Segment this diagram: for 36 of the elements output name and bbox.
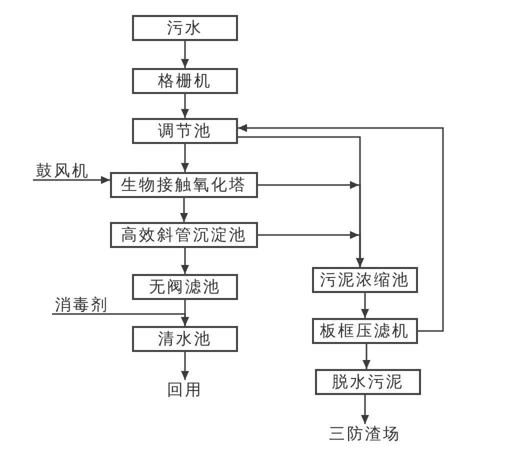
arrow: [181, 352, 189, 380]
process-box: [132, 15, 238, 41]
arrow: [52, 313, 189, 326]
process-label: 板框压滤机: [320, 321, 410, 341]
process-label: 无阀滤池: [149, 277, 221, 297]
output-label: 三防渣场: [327, 424, 403, 444]
arrow: [181, 144, 189, 172]
arrow: [362, 344, 370, 369]
process-box: [315, 369, 421, 395]
process-box: [110, 172, 258, 198]
process-label: 高效斜管沉淀池: [121, 225, 247, 245]
process-box: [132, 68, 238, 94]
arrow: [33, 176, 110, 184]
process-label: 格栅机: [158, 71, 212, 91]
process-label: 调节池: [158, 121, 212, 141]
process-box: [312, 318, 418, 344]
output-label: 回用: [166, 380, 204, 400]
arrow: [361, 293, 369, 318]
arrow: [181, 94, 189, 118]
arrow: [181, 41, 189, 68]
process-label: 生物接触氧化塔: [121, 175, 247, 195]
process-box: [110, 222, 258, 248]
process-label: 脱水污泥: [332, 372, 404, 392]
process-label: 污水: [167, 18, 203, 38]
process-label: 清水池: [158, 329, 212, 349]
arrow: [181, 248, 189, 274]
process-box: [312, 267, 418, 293]
input-label: 鼓风机: [33, 162, 93, 180]
process-label: 污泥浓缩池: [320, 270, 410, 290]
process-box: [132, 274, 238, 300]
process-box: [132, 326, 238, 352]
arrow: [238, 124, 444, 332]
input-label: 消毒剂: [52, 296, 112, 314]
process-box: [132, 118, 238, 144]
arrow: [361, 395, 369, 424]
arrow: [180, 198, 188, 222]
